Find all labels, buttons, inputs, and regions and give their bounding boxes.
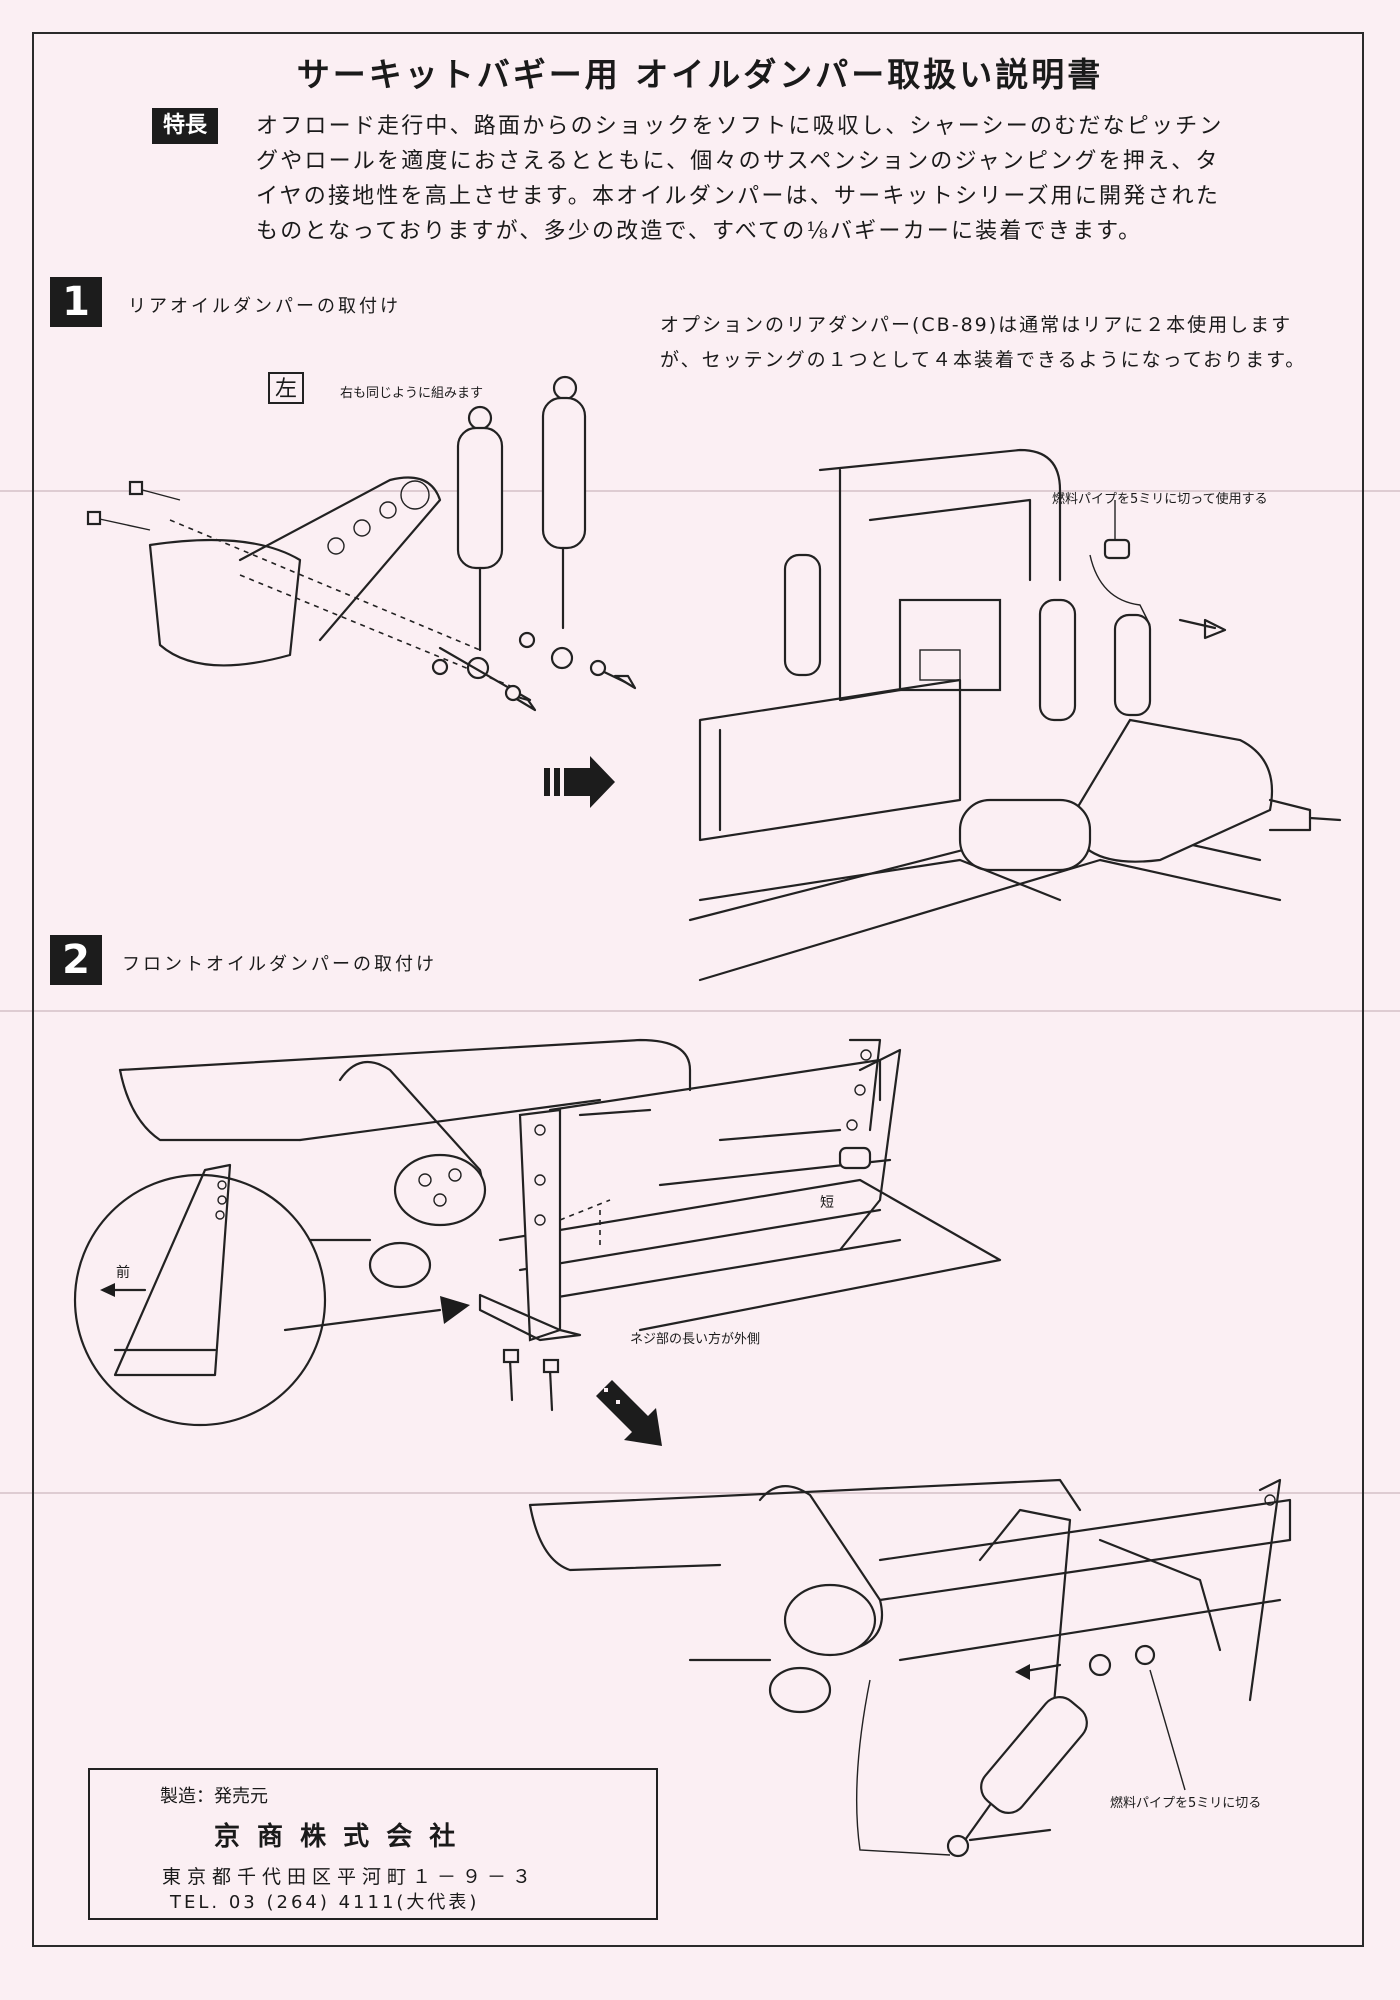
step-1-note-line: オプションのリアダンパー(CB-89)は通常はリアに２本使用します [660,314,1293,336]
feature-badge: 特長 [152,108,218,144]
step-1-title: リアオイルダンパーの取付け [128,296,401,317]
intro-text-line: オフロード走行中、路面からのショックをソフトに吸収し、シャーシーのむだなピッチン [256,114,1224,139]
front-assembled-drawing [528,1478,1292,1858]
screw-orientation-caption: ネジ部の長い方が外側 [630,1332,761,1347]
step-1-note-line: が、セッテングの１つとして４本装着できるようになっております。 [660,349,1307,371]
front-exploded-drawing [73,1038,1002,1427]
company-name: 京 商 株 式 会 社 [214,1822,460,1852]
page-title: サーキットバギー用 オイルダンパー取扱い説明書 [296,55,1104,94]
fold-line [0,1010,1400,1012]
step2-direction-arrow [596,1380,662,1446]
short-side-label: 短 [820,1195,834,1211]
step-2-number: 2 [50,935,102,985]
step-1-number: 1 [50,277,102,327]
company-phone: TEL. 03 (264) 4111(大代表) [170,1892,480,1913]
fold-line [0,490,1400,492]
rear-hub-exploded-drawing [86,375,637,712]
manufacturer-box: 製造：発売元 京 商 株 式 会 社 東京都千代田区平河町１－９－３ TEL. … [88,1768,658,1920]
page-border [32,32,1364,1947]
front-fuel-pipe-caption: 燃料パイプを5ミリに切る [1110,1796,1262,1811]
step1-direction-arrow [540,756,615,808]
rear-assembled-drawing [688,448,1342,982]
left-side-label: 左 [268,372,304,404]
rear-fuel-pipe-caption: 燃料パイプを5ミリに切って使用する [1052,492,1268,507]
intro-text-line: グやロールを適度におさえるとともに、個々のサスペンションのジャンピングを押え、タ [256,149,1220,174]
intro-text-line: ものとなっておりますが、多少の改造で、すべての⅛バギーカーに装着できます。 [256,219,1143,244]
company-address: 東京都千代田区平河町１－９－３ [162,1866,538,1888]
front-direction-label: 前 [116,1265,130,1281]
fold-line [0,1492,1400,1494]
intro-text-line: イヤの接地性を高上させます。本オイルダンパーは、サーキットシリーズ用に開発された [256,184,1221,209]
left-side-caption: 右も同じように組みます [340,386,484,401]
manufacturer-role: 製造：発売元 [160,1786,268,1807]
step-2-title: フロントオイルダンパーの取付け [122,954,437,975]
